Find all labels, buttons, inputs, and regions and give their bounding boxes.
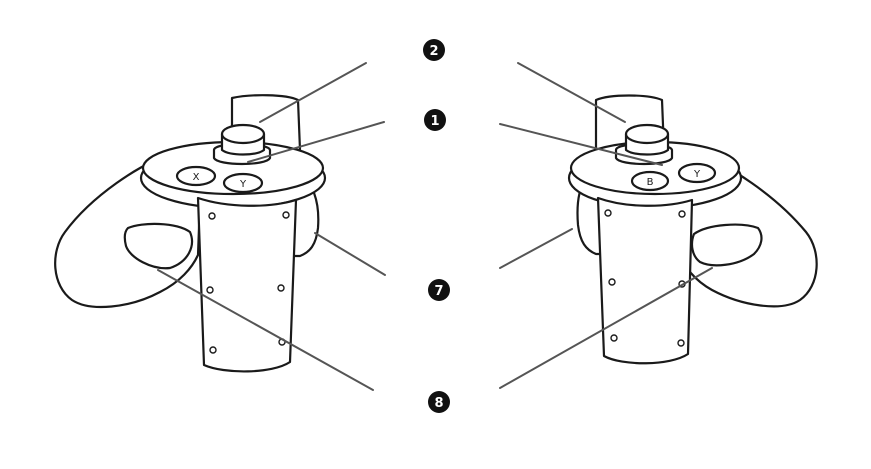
left-button-y-label: Y xyxy=(239,179,247,190)
callout-8: 8 xyxy=(428,391,450,413)
left-trigger-8 xyxy=(123,222,194,270)
callout-1-badge xyxy=(424,109,446,131)
left-button-x xyxy=(175,165,217,187)
leader-1-right xyxy=(499,123,663,166)
right-button-y-label: Y xyxy=(693,169,701,180)
left-screw-holes xyxy=(206,211,290,354)
left-shaft xyxy=(196,196,298,373)
right-button-y xyxy=(677,162,717,184)
leader-2-right xyxy=(517,62,626,123)
callout-7: 7 xyxy=(428,279,450,301)
callout-8-badge xyxy=(428,391,450,413)
left-joystick-cap xyxy=(220,123,266,145)
right-button-b-label: B xyxy=(647,177,654,188)
callout-2-number: 2 xyxy=(429,44,438,59)
left-button-x-label: X xyxy=(193,172,200,183)
right-trigger-8 xyxy=(690,223,763,267)
callout-7-number: 7 xyxy=(434,284,443,299)
right-joystick-cap xyxy=(624,123,670,145)
leader-2-left xyxy=(259,62,367,123)
right-button-b xyxy=(630,170,670,192)
callout-1: 1 xyxy=(424,109,446,131)
leader-7-right xyxy=(499,228,573,269)
left-button-y xyxy=(222,172,264,194)
callout-1-number: 1 xyxy=(430,114,439,129)
right-shaft xyxy=(596,196,694,365)
leader-lines xyxy=(157,62,713,391)
left-controller xyxy=(54,94,327,373)
callout-2-badge xyxy=(423,39,445,61)
callout-2: 2 xyxy=(423,39,445,61)
callout-8-number: 8 xyxy=(434,396,443,411)
right-controller xyxy=(567,94,818,365)
leader-1-left xyxy=(247,121,385,163)
leader-8-right xyxy=(499,267,713,389)
leader-7-left xyxy=(314,232,386,276)
callout-7-badge xyxy=(428,279,450,301)
leader-8-left xyxy=(157,269,374,391)
